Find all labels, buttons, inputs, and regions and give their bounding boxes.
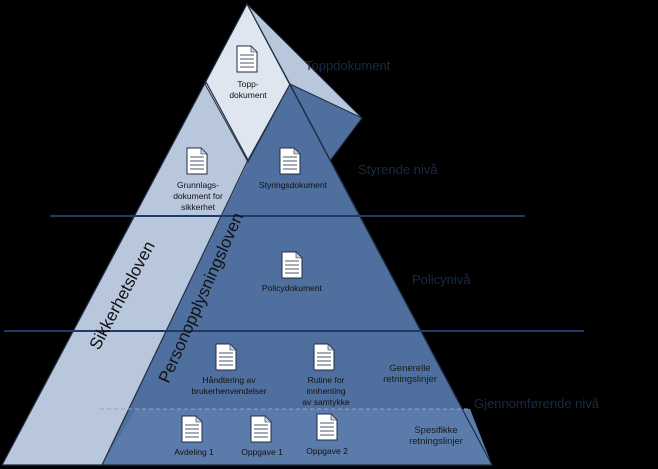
doc-label-avdeling1: Avdeling 1 [174, 447, 214, 457]
doc-label-oppgave2: Oppgave 2 [306, 446, 348, 456]
doc-label-handtering-2: brukerhenvendelser [191, 386, 266, 396]
document-icon [181, 415, 203, 443]
edge-top-divider [205, 81, 249, 161]
doc-label-oppgave1: Oppgave 1 [241, 447, 283, 457]
side-label-spesifikke-1: Spesifikke [414, 425, 457, 436]
doc-label-top-1: Topp- [237, 79, 258, 89]
document-icon [281, 251, 303, 279]
doc-label-rutine-1: Rutine for [308, 375, 345, 385]
level-label-policy: Policynivå [412, 272, 471, 287]
level-label-gjennomforende: Gjennomførende nivå [474, 396, 600, 411]
level-label-styrende: Styrende nivå [358, 162, 438, 177]
edge-right [246, 3, 493, 466]
doc-label-rutine-3: av samtykke [302, 397, 350, 407]
doc-label-handtering-1: Håndtering av [203, 375, 257, 385]
doc-label-policy: Policydokument [262, 283, 323, 293]
edge-top-right [247, 83, 291, 161]
document-icon [279, 147, 301, 175]
side-label-generelle-2: retningslinjer [383, 374, 437, 385]
document-icon [250, 415, 272, 443]
side-label-spesifikke-2: retningslinjer [409, 436, 463, 447]
document-icon [186, 147, 208, 175]
document-icon [215, 343, 237, 371]
edge-left [1, 3, 248, 466]
doc-label-rutine-2: innhenting [306, 386, 346, 396]
doc-label-grunnlag-1: Grunnlags- [177, 180, 219, 190]
side-label-generelle-1: Generelle [389, 363, 430, 374]
document-icon [316, 413, 338, 441]
doc-label-grunnlag-2: dokument for [173, 191, 223, 201]
doc-label-styring: Styringsdokument [259, 180, 328, 190]
document-icon [236, 45, 258, 73]
document-icon [313, 343, 335, 371]
doc-label-grunnlag-3: sikkerhet [181, 202, 216, 212]
doc-label-top-2: dokument [229, 90, 267, 100]
level-label-toppdokument: Toppdokument [305, 58, 391, 73]
edge-inner [101, 159, 249, 466]
